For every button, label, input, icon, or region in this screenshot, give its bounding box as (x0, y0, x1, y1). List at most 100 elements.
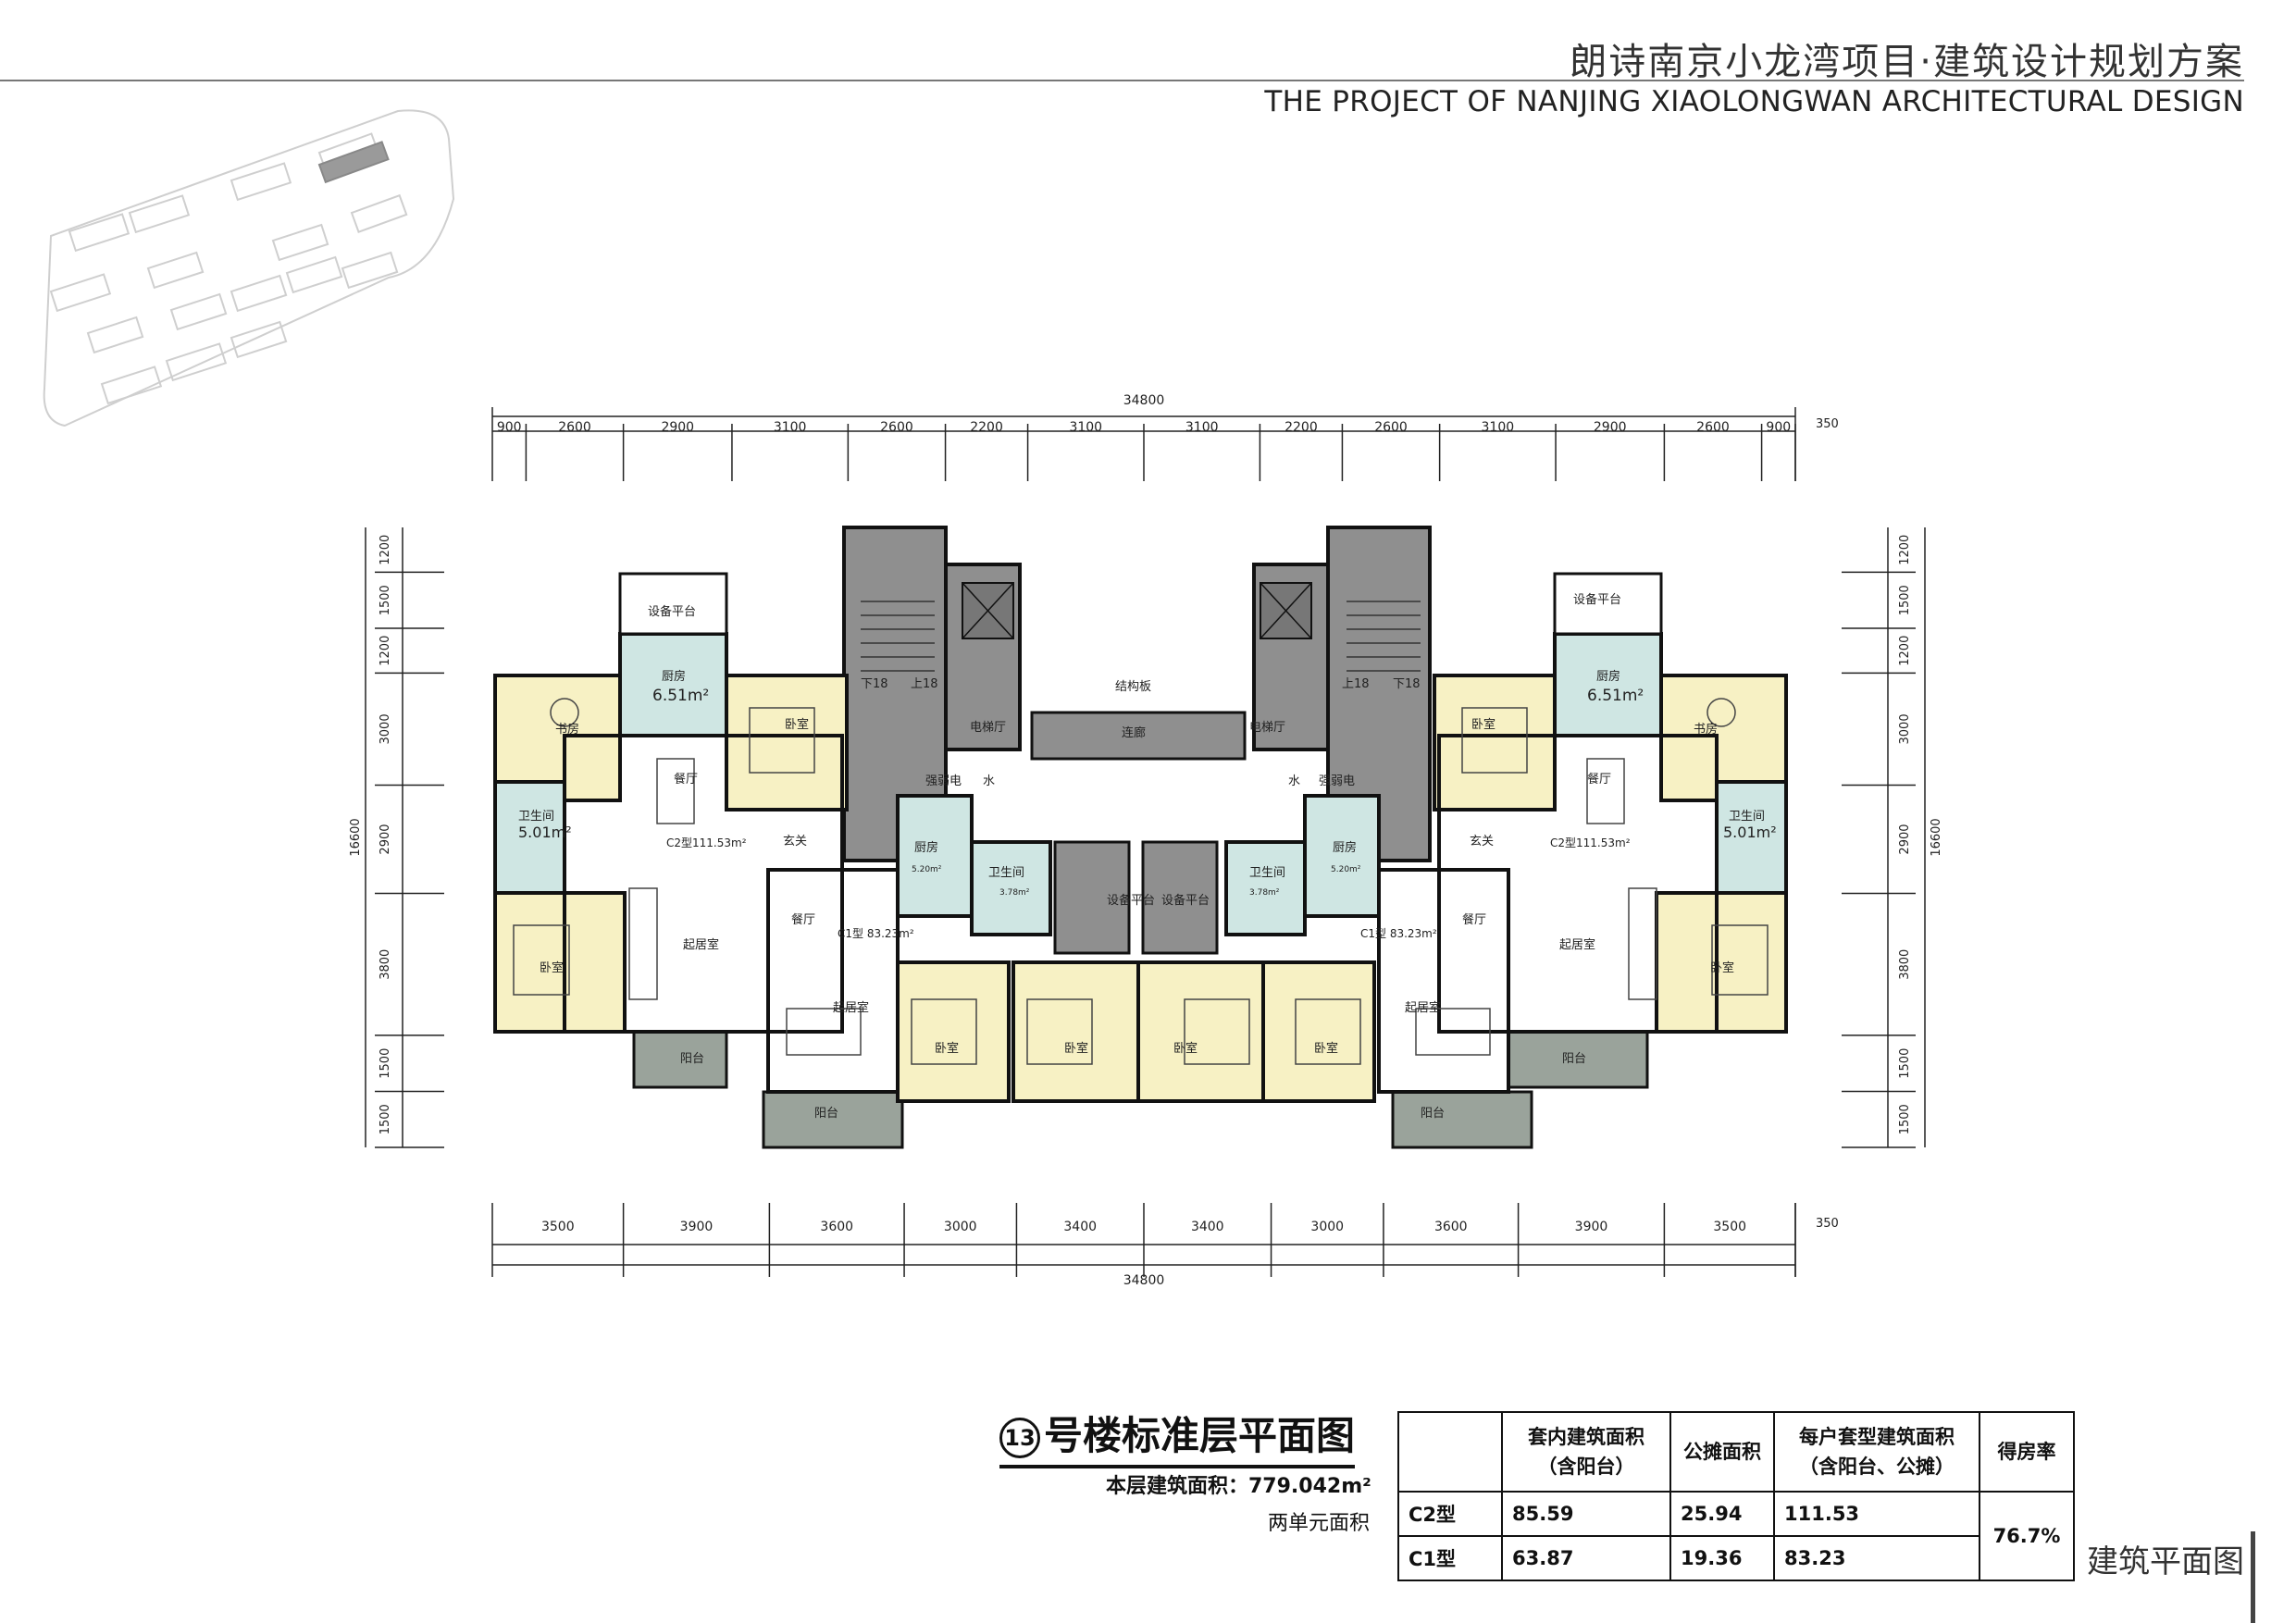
dining-label-c1-right: 餐厅 (1462, 912, 1486, 927)
struct-slab-label: 结构板 (1115, 680, 1151, 694)
equip-shaft-right (1141, 840, 1219, 955)
stair-down-left: 下18 (861, 677, 888, 691)
bottom-dim-segment-7: 3600 (1434, 1220, 1468, 1234)
top-dim-segment-10: 3100 (1482, 420, 1515, 435)
top-total-dimension: 34800 (1123, 393, 1165, 408)
row-type: C1型 (1397, 1535, 1503, 1581)
bath-label-c1-left: 卫生间 (988, 866, 1024, 880)
top-dim-segment-0: 900 (497, 420, 522, 435)
left-dim-segment-2: 1200 (379, 636, 392, 666)
bath-area-c2-right: 5.01m² (1723, 824, 1777, 841)
left-total-dimension: 16600 (349, 818, 363, 856)
area-table-header-3: 每户套型建筑面积 （含阳台、公摊） (1773, 1411, 1980, 1493)
kitchen-label-c2-right: 厨房 (1596, 669, 1620, 684)
bedroom-c1-right-a (1261, 960, 1376, 1103)
unit-c2-left-label: C2型111.53m² (666, 836, 747, 849)
drawing-type-label: 建筑平面图 (2087, 1543, 2244, 1580)
bath-area-c2-left: 5.01m² (518, 824, 572, 841)
bottom-dim-segment-1: 3900 (680, 1220, 714, 1234)
dining-label-c2-right: 餐厅 (1587, 772, 1611, 787)
bedroom-c2-left-top (725, 674, 849, 812)
bedroom-c2-left-bottom (493, 891, 627, 1034)
row-inner: 63.87 (1501, 1535, 1671, 1581)
bedroom-label-8: 卧室 (1314, 1041, 1338, 1056)
corridor-link (1030, 711, 1247, 761)
furniture (513, 698, 1769, 1065)
area-table-header: 套内建筑面积 （含阳台） 公摊面积 每户套型建筑面积 （含阳台、公摊） 得房率 (1397, 1411, 2075, 1493)
bedroom-c1-right-b (1136, 960, 1265, 1103)
equip-label-c2-right: 设备平台 (1573, 592, 1621, 607)
top-dim-extra: 350 (1816, 417, 1839, 431)
left-dim-segment-3: 3000 (379, 713, 392, 744)
unit-c2-right-label: C2型111.53m² (1550, 836, 1631, 849)
bedroom-c1-left-b (1011, 960, 1140, 1103)
stair-up-left: 上18 (911, 677, 938, 691)
dining-label-c1-left: 餐厅 (791, 912, 815, 927)
right-total-dimension: 16600 (1930, 818, 1943, 856)
right-dim-segment-5: 3800 (1898, 949, 1912, 980)
top-dim-segment-11: 2900 (1594, 420, 1627, 435)
left-dim-segment-5: 3800 (379, 949, 392, 980)
project-title-en: THE PROJECT OF NANJING XIAOLONGWAN ARCHI… (1264, 85, 2244, 118)
bottom-dim-segment-9: 3500 (1713, 1220, 1746, 1234)
top-dim-segment-7: 3100 (1185, 420, 1219, 435)
balcony-c1-right (1391, 1090, 1533, 1149)
elevator-hall-label-left: 电梯厅 (970, 721, 1006, 735)
right-dim-segment-0: 1200 (1898, 535, 1912, 565)
row-type: C2型 (1397, 1491, 1503, 1537)
living-label-c2-right: 起居室 (1559, 937, 1595, 952)
bath-c2-right (1715, 780, 1788, 895)
study-c2-left (493, 674, 622, 802)
bottom-total-dimension: 34800 (1123, 1273, 1165, 1288)
right-dim-segment-3: 3000 (1898, 713, 1912, 744)
kitchen-label-c1-right: 厨房 (1333, 840, 1357, 855)
bath-area-c1-right: 3.78m² (1249, 888, 1280, 898)
row-inner: 85.59 (1501, 1491, 1671, 1537)
unit-c1-right-label: C1型 83.23m² (1360, 927, 1437, 940)
top-dim-segment-1: 2600 (558, 420, 591, 435)
stair-down-right: 下18 (1393, 677, 1421, 691)
bedroom-label-5: 卧室 (935, 1041, 959, 1056)
top-dim-segment-2: 2900 (661, 420, 694, 435)
left-dim-segment-6: 1500 (379, 1048, 392, 1079)
bedroom-label-4: 卧室 (1710, 960, 1734, 975)
top-dim-segment-12: 2600 (1696, 420, 1730, 435)
elevator-hall-label-right: 电梯厅 (1249, 721, 1285, 735)
dining-label-c2-left: 餐厅 (674, 772, 698, 787)
bottom-dim-segment-6: 3000 (1310, 1220, 1344, 1234)
top-dim-segment-9: 2600 (1374, 420, 1408, 435)
bath-label-c2-left: 卫生间 (518, 810, 554, 824)
living-c2-right (1437, 734, 1719, 1034)
bedroom-c2-right-top (1433, 674, 1557, 812)
right-dim-segment-7: 1500 (1898, 1104, 1912, 1134)
balcony-c2-left (632, 1030, 728, 1089)
table-row: C2型 85.59 25.94 111.53 76.7% (1397, 1491, 2075, 1581)
row-ratio: 76.7% (1979, 1491, 2075, 1581)
balcony-label-c1-left: 阳台 (814, 1107, 838, 1121)
bottom-dim-segment-3: 3000 (944, 1220, 977, 1234)
footer-accent-bar (2251, 1531, 2255, 1623)
bedroom-label-2: 卧室 (1471, 717, 1496, 732)
bottom-dim-segment-8: 3900 (1575, 1220, 1608, 1234)
living-label-c1-right: 起居室 (1405, 1000, 1441, 1015)
right-dim-segment-2: 1200 (1898, 636, 1912, 666)
bedroom-label-7: 卧室 (1173, 1041, 1198, 1056)
site-key-plan (43, 109, 455, 427)
balcony-label-c2-left: 阳台 (680, 1052, 704, 1066)
left-dim-segment-0: 1200 (379, 535, 392, 565)
balcony-label-c1-right: 阳台 (1421, 1107, 1445, 1121)
table-row: C1型 63.87 19.36 83.23 (1397, 1535, 2074, 1581)
kitchen-c1-left (896, 794, 974, 918)
living-c2-left (563, 734, 844, 1034)
kitchen-area-c2-right: 6.51m² (1587, 687, 1644, 705)
water-label-left: 水 (983, 774, 995, 788)
kitchen-c1-right (1303, 794, 1381, 918)
bedroom-label-1: 卧室 (785, 717, 809, 732)
left-dim-segment-7: 1500 (379, 1104, 392, 1134)
area-table-header-4: 得房率 (1979, 1411, 2075, 1493)
bath-area-c1-left: 3.78m² (999, 888, 1030, 898)
highlighted-building (317, 141, 390, 184)
